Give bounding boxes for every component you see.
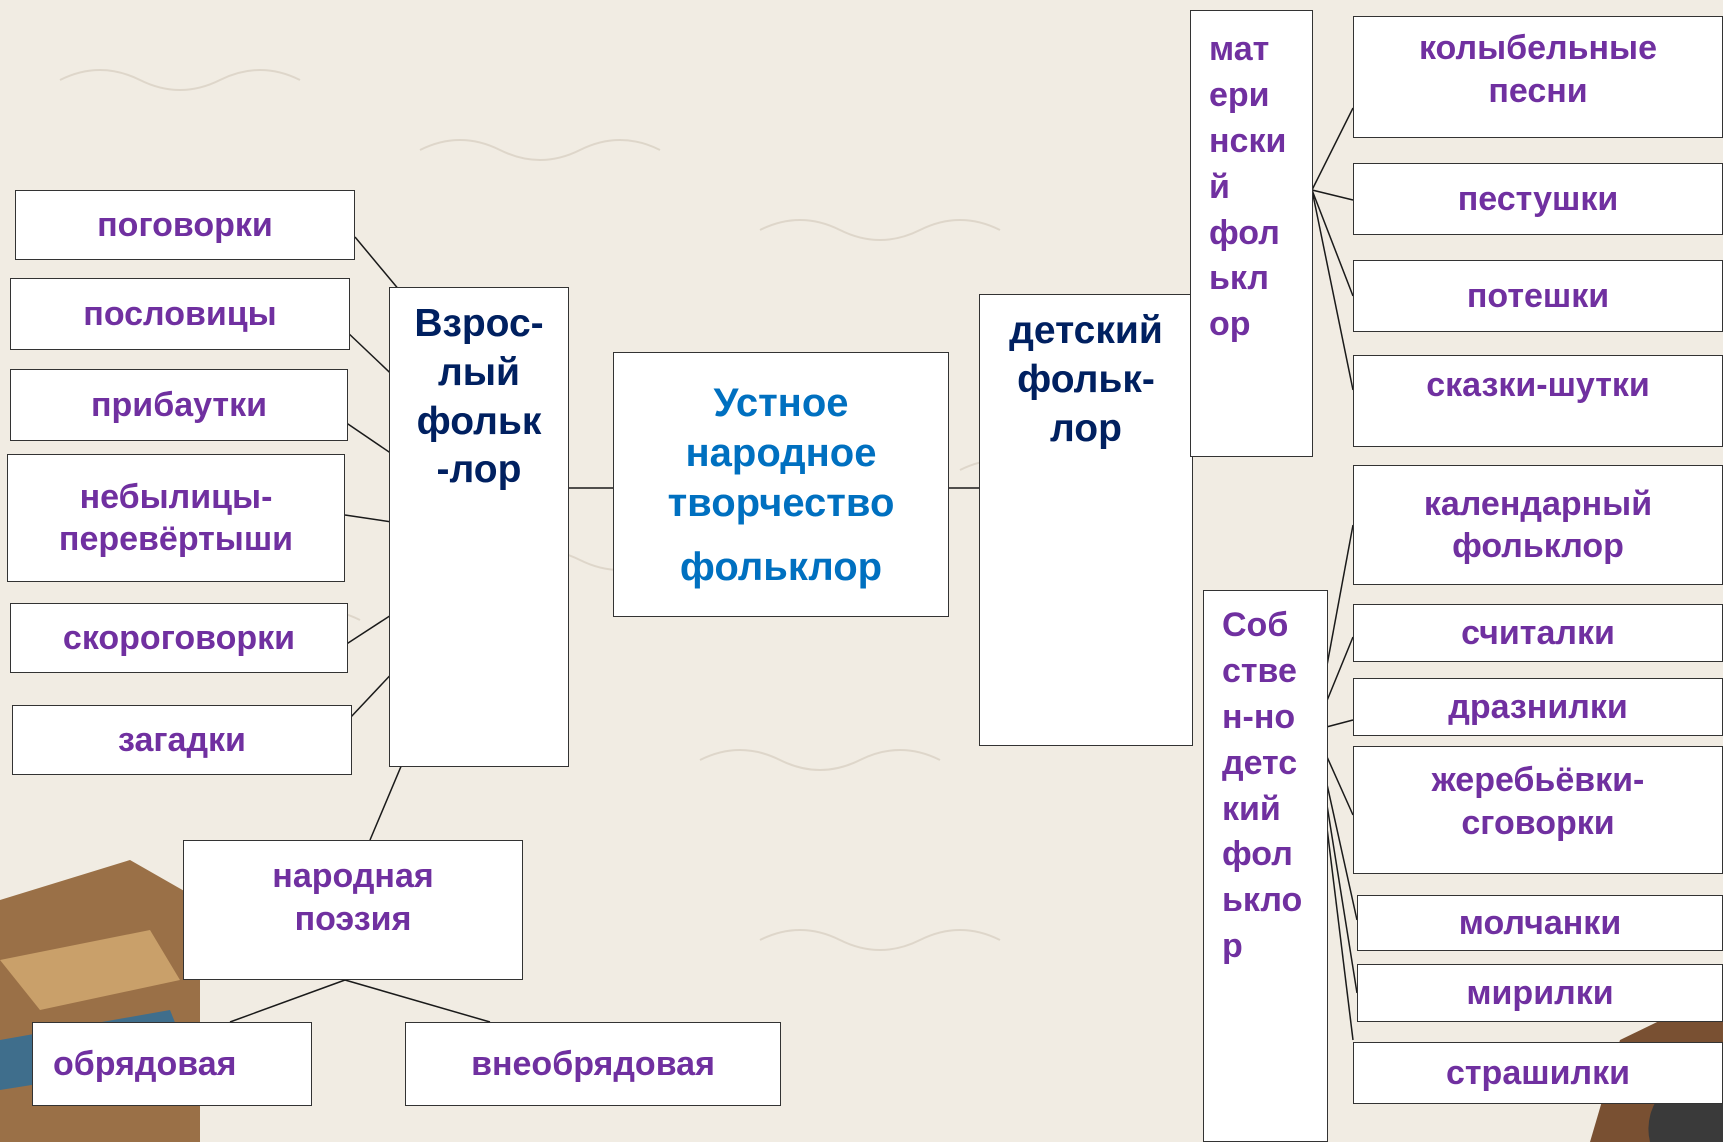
node-adult-folklore: Взрос- лый фольк -лор [389, 287, 569, 767]
node-children-folklore: детский фольк- лор [979, 294, 1193, 746]
node-own-children-folklore: Соб стве н-но детс кий фол ькло р [1203, 590, 1328, 1142]
node-zagadki: загадки [12, 705, 352, 775]
connector-pestushki [1311, 189, 1354, 201]
node-pestushki: пестушки [1353, 163, 1723, 235]
node-nebylicy: небылицы- перевёртыши [7, 454, 345, 582]
node-pribautki: прибаутки [10, 369, 348, 441]
node-pogovorki: поговорки [15, 190, 355, 260]
node-vneobryadovaya: внеобрядовая [405, 1022, 781, 1106]
node-kalendarny: календарный фольклор [1353, 465, 1723, 585]
node-poslovicy: пословицы [10, 278, 350, 350]
node-oral-folk-art: Устное народное творчество фольклор [613, 352, 949, 617]
node-kolybelnye: колыбельные песни [1353, 16, 1723, 138]
center-line-2: народное [685, 430, 877, 475]
center-line-1: Устное [713, 380, 849, 425]
connector-kolybelnye [1311, 107, 1354, 191]
node-draznilki: дразнилки [1353, 678, 1723, 736]
node-poteshki: потешки [1353, 260, 1723, 332]
node-obryadovaya: обрядовая [32, 1022, 312, 1106]
node-skorogovorki: скороговорки [10, 603, 348, 673]
center-line-4: фольклор [679, 544, 883, 589]
node-schitalki: считалки [1353, 604, 1723, 662]
node-molchanki: молчанки [1357, 895, 1723, 951]
node-strashilki: страшилки [1353, 1042, 1723, 1104]
connector-vneobryadovaya [344, 979, 491, 1023]
node-narodnaya-poeziya: народная поэзия [183, 840, 523, 980]
node-mirilki: мирилки [1357, 964, 1723, 1022]
connector-poteshki [1311, 189, 1354, 297]
node-maternal-folklore: мат ери нски й фол ькл ор [1190, 10, 1313, 457]
connector-obryadovaya [229, 979, 346, 1023]
node-zherebyovki: жеребьёвки- сговорки [1353, 746, 1723, 874]
center-line-3: творчество [667, 480, 895, 525]
node-skazki-shutki: сказки-шутки [1353, 355, 1723, 447]
connector-skazki [1311, 189, 1354, 391]
